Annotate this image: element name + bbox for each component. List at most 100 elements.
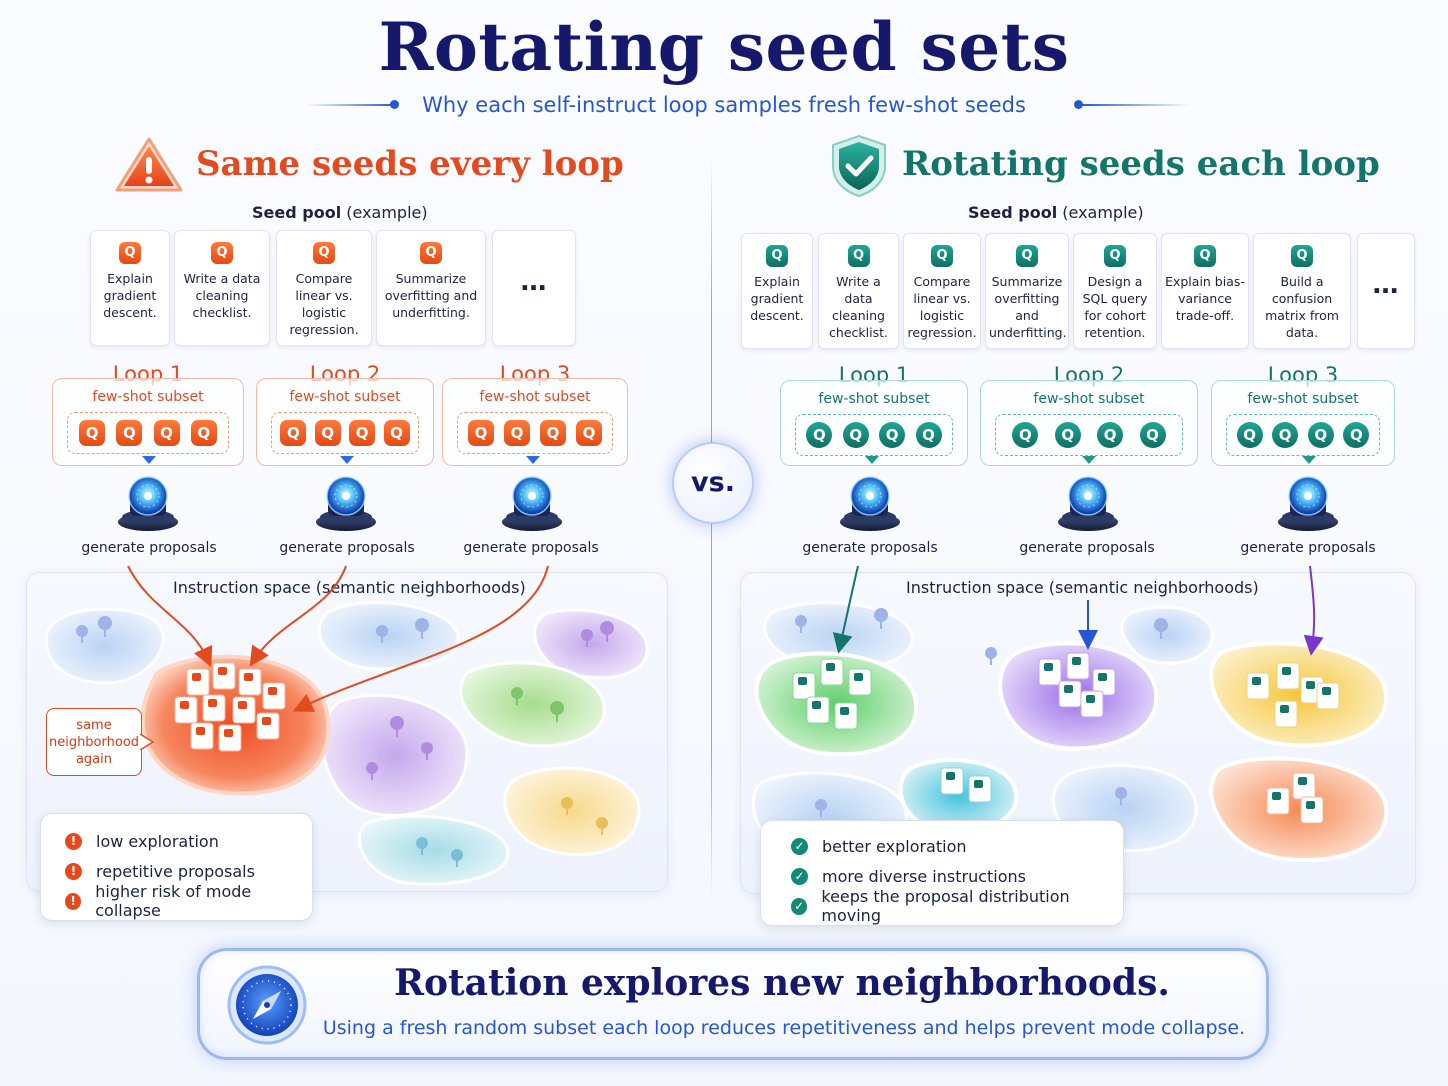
left-space-label: Instruction space (semantic neighborhood…: [173, 578, 526, 597]
right-loop-1-box: few-shot subset Q Q Q Q: [780, 380, 968, 466]
page-title: Rotating seed sets: [378, 8, 1070, 86]
subtitle-dot-right: [1074, 100, 1083, 109]
q-badge-icon: Q: [313, 242, 335, 264]
right-loop-2-box: few-shot subset Q Q Q Q: [980, 380, 1198, 466]
loop-subtitle: few-shot subset: [1247, 391, 1359, 407]
seed-text: Explain gradient descent.: [103, 271, 157, 320]
few-shot-subset: Q Q Q Q: [457, 412, 613, 454]
right-green-cluster-cards: [792, 658, 872, 730]
left-pool-label-bold: Seed pool: [252, 203, 342, 222]
shield-check-icon: [832, 134, 886, 198]
left-section-title: Same seeds every loop: [196, 144, 624, 184]
more-seeds-ellipsis: …: [1372, 270, 1400, 300]
few-shot-subset: Q Q Q Q: [1226, 414, 1380, 456]
left-loop-3-box: few-shot subset Q Q Q Q: [442, 378, 628, 466]
q-badge-icon: Q: [766, 245, 788, 267]
left-seed-card: Q Write a data cleaning checklist.: [174, 230, 270, 346]
left-seed-card: Q Summarize overfitting and underfitting…: [376, 230, 486, 346]
q-badge-icon: Q: [349, 420, 376, 446]
right-seed-card: Q Summarize overfitting and underfitting…: [985, 233, 1069, 349]
q-badge-icon: Q: [468, 420, 494, 446]
q-badge-icon: Q: [420, 242, 442, 264]
loop-subtitle: few-shot subset: [289, 389, 401, 405]
left-loop-2-box: few-shot subset Q Q Q Q: [256, 378, 434, 466]
result-item: !repetitive proposals: [65, 856, 312, 886]
right-seed-card: Q Compare linear vs. logistic regression…: [903, 233, 981, 349]
seed-text: Compare linear vs. logistic regression.: [289, 271, 359, 337]
right-results-box: ✓ better exploration ✓ more diverse instru…: [760, 820, 1124, 926]
bottom-banner: [197, 948, 1269, 1060]
few-shot-subset: Q Q Q Q: [795, 414, 953, 456]
right-loop-3-box: few-shot subset Q Q Q Q: [1211, 380, 1395, 466]
q-badge-icon: Q: [383, 420, 410, 446]
q-badge-icon: Q: [1343, 422, 1370, 448]
seed-text: Explain gradient descent.: [750, 274, 804, 323]
check-icon: ✓: [791, 867, 808, 885]
few-shot-subset: Q Q Q Q: [67, 412, 229, 454]
q-badge-icon: Q: [842, 422, 869, 448]
subtitle-line-left: [306, 104, 396, 106]
callout-line-2: neighborhood: [48, 735, 140, 750]
right-seed-card-more: …: [1357, 233, 1415, 349]
subtitle-dot-left: [390, 100, 399, 109]
warning-triangle-icon: [115, 137, 183, 192]
q-badge-icon: Q: [540, 420, 566, 446]
seed-text: Write a data cleaning checklist.: [829, 274, 888, 340]
q-badge-icon: Q: [314, 420, 341, 446]
seed-text: Design a SQL query for cohort retention.: [1082, 274, 1148, 340]
seed-text: Summarize overfitting and underfitting.: [384, 271, 478, 320]
q-badge-icon: Q: [806, 422, 833, 448]
banner-title: Rotation explores new neighborhoods.: [394, 962, 1170, 1004]
right-semantic-map: [751, 601, 1389, 863]
result-item: ! higher risk of mode collapse: [65, 882, 312, 920]
generate-proposals-label: generate proposals: [463, 540, 599, 556]
q-badge-icon: Q: [116, 420, 143, 446]
q-badge-icon: Q: [1012, 422, 1039, 448]
banner-subtitle: Using a fresh random subset each loop re…: [322, 1017, 1246, 1039]
vs-badge: vs.: [672, 442, 754, 524]
seed-text: Explain bias-variance trade-off.: [1165, 274, 1245, 323]
q-badge-icon: Q: [119, 242, 141, 264]
right-seed-card: Q Explain bias-variance trade-off.: [1161, 233, 1249, 349]
left-seed-card: Q Compare linear vs. logistic regression…: [276, 230, 372, 346]
right-pool-label-rest: (example): [1062, 203, 1144, 222]
center-divider: [711, 155, 712, 900]
right-seed-card: Q Explain gradient descent.: [741, 233, 813, 349]
result-text: higher risk of mode collapse: [95, 882, 252, 920]
q-badge-icon: Q: [931, 245, 953, 267]
q-badge-icon: Q: [153, 420, 180, 446]
right-seed-card: Q Design a SQL query for cohort retentio…: [1073, 233, 1157, 349]
result-text: more diverse instructions: [822, 866, 1026, 886]
q-badge-icon: Q: [1236, 422, 1263, 448]
q-badge-icon: Q: [1104, 245, 1126, 267]
same-neighborhood-callout: same neighborhood again: [46, 708, 142, 776]
result-item: !low exploration: [65, 826, 312, 856]
q-badge-icon: Q: [1139, 422, 1166, 448]
left-loop-1-box: few-shot subset Q Q Q Q: [52, 378, 244, 466]
loop-subtitle: few-shot subset: [818, 391, 930, 407]
seed-text: Summarize overfitting and underfitting.: [989, 274, 1067, 340]
result-text: better exploration: [822, 836, 967, 856]
q-badge-icon: Q: [1291, 245, 1313, 267]
result-text: keeps the proposal distribution moving: [821, 887, 1070, 925]
right-seed-card: Q Write a data cleaning checklist.: [818, 233, 899, 349]
more-seeds-ellipsis: …: [520, 267, 548, 297]
q-badge-icon: Q: [1194, 245, 1216, 267]
page-subtitle: Why each self-instruct loop samples fres…: [422, 93, 1026, 117]
q-badge-icon: Q: [504, 420, 530, 446]
result-item: ✓ better exploration: [791, 831, 1123, 861]
callout-line-3: again: [75, 752, 113, 767]
few-shot-subset: Q Q Q Q: [995, 414, 1183, 456]
right-pool-label-bold: Seed pool: [968, 203, 1058, 222]
seed-text: Compare linear vs. logistic regression.: [907, 274, 977, 340]
result-item: ✓ more diverse instructions: [791, 861, 1123, 891]
right-divergent-arrows: [832, 456, 1324, 656]
generate-proposals-label: generate proposals: [1240, 540, 1376, 556]
check-icon: ✓: [791, 837, 808, 855]
q-badge-icon: Q: [79, 420, 106, 446]
left-results-box: !low exploration !repetitive proposals !…: [40, 813, 313, 921]
generate-proposals-label: generate proposals: [1019, 540, 1155, 556]
generate-proposals-label: generate proposals: [81, 540, 217, 556]
loop-subtitle: few-shot subset: [92, 389, 204, 405]
alert-icon: !: [65, 892, 82, 910]
